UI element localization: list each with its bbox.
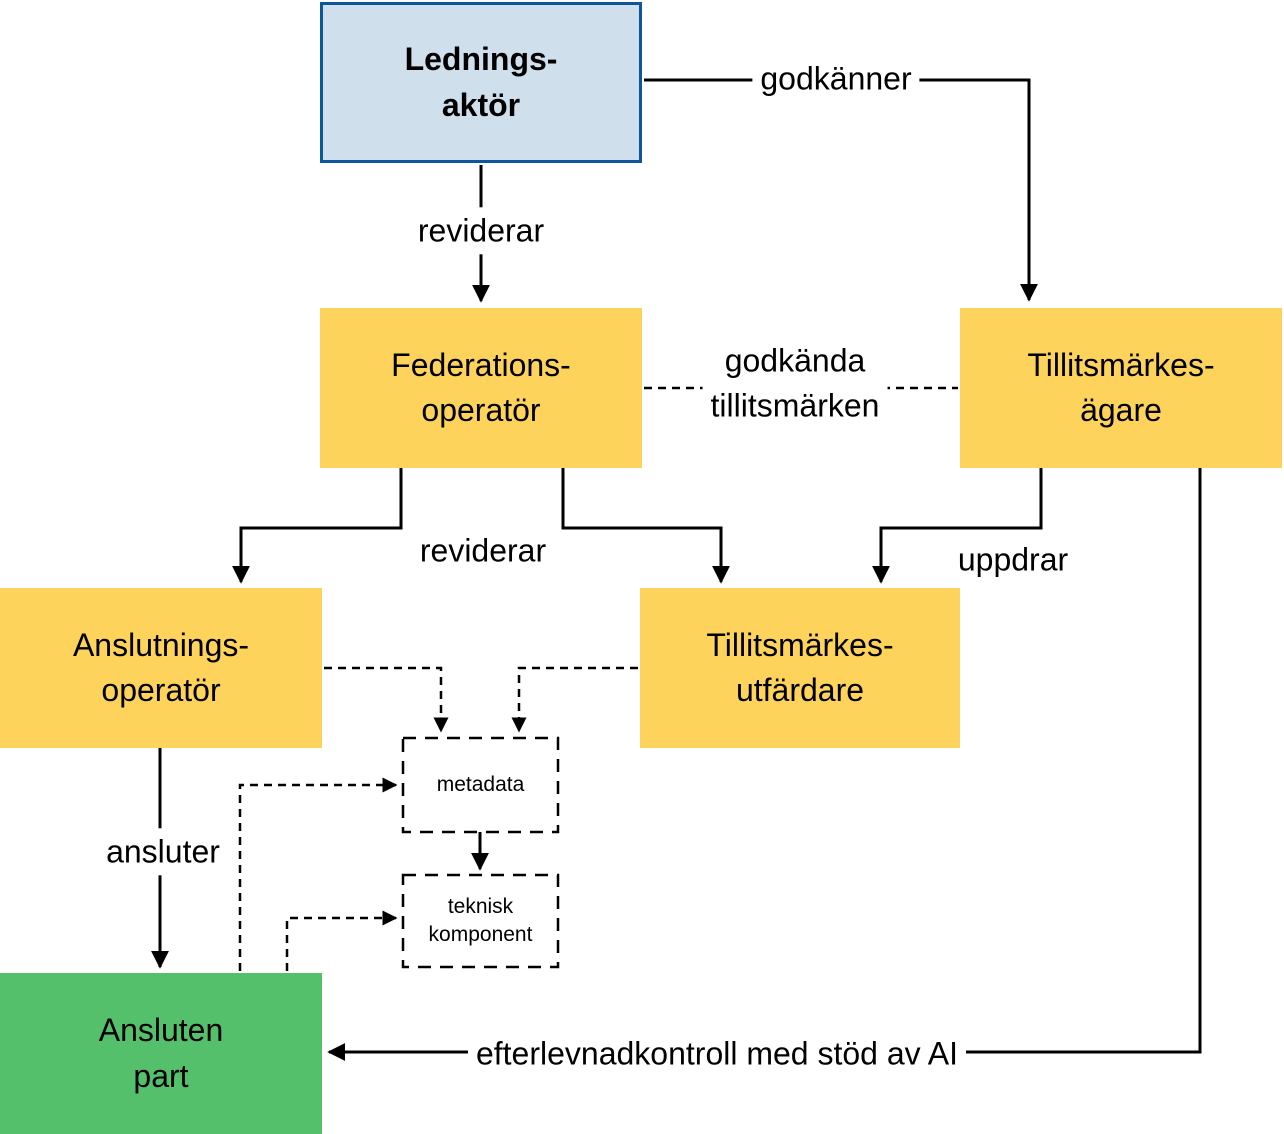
teknisk-komponent-box-outline: [401, 873, 560, 969]
node-teknisk-komponent: teknisk komponent: [428, 894, 533, 946]
node-anslutningsoperator: Anslutnings- operatör: [0, 588, 322, 748]
node-tillitsmarkesutfardare: Tillitsmärkes- utfärdare: [640, 588, 960, 748]
metadata-box-outline: [401, 736, 560, 834]
edge-reviderar-right-line: [561, 468, 730, 584]
edge-reviderar-left-line: [232, 468, 403, 584]
edge-label-godkanda-tillitsmarken: godkända tillitsmärken: [702, 337, 888, 431]
edge-godkanner-line: [644, 78, 1038, 302]
edge-uppdrar-line: [872, 468, 1043, 584]
edge-label-godkanner: godkänner: [752, 55, 920, 103]
node-metadata: metadata: [436, 772, 525, 796]
edge-label-ansluter: ansluter: [98, 828, 228, 876]
node-tillitsmarkesagare: Tillitsmärkes- ägare: [960, 308, 1282, 468]
edge-label-efterlevnadkontroll: efterlevnadkontroll med stöd av AI: [467, 1030, 967, 1078]
edge-label-uppdrar: uppdrar: [949, 536, 1077, 584]
node-ledningsaktor: Lednings- aktör: [320, 2, 642, 163]
node-federationsoperator: Federations- operatör: [320, 308, 642, 468]
edge-label-reviderar-top: reviderar: [409, 207, 553, 255]
edge-anslutenpart-to-metadata-line: [238, 777, 398, 971]
node-ansluten-part: Ansluten part: [0, 973, 322, 1134]
edge-tillitsmarkesutfardare-to-metadata-line: [511, 666, 638, 733]
edge-label-reviderar-mid: reviderar: [411, 527, 555, 575]
edge-anslutenpart-to-teknisk-line: [285, 910, 398, 971]
edge-anslutningsoperator-to-metadata-line: [324, 666, 449, 733]
